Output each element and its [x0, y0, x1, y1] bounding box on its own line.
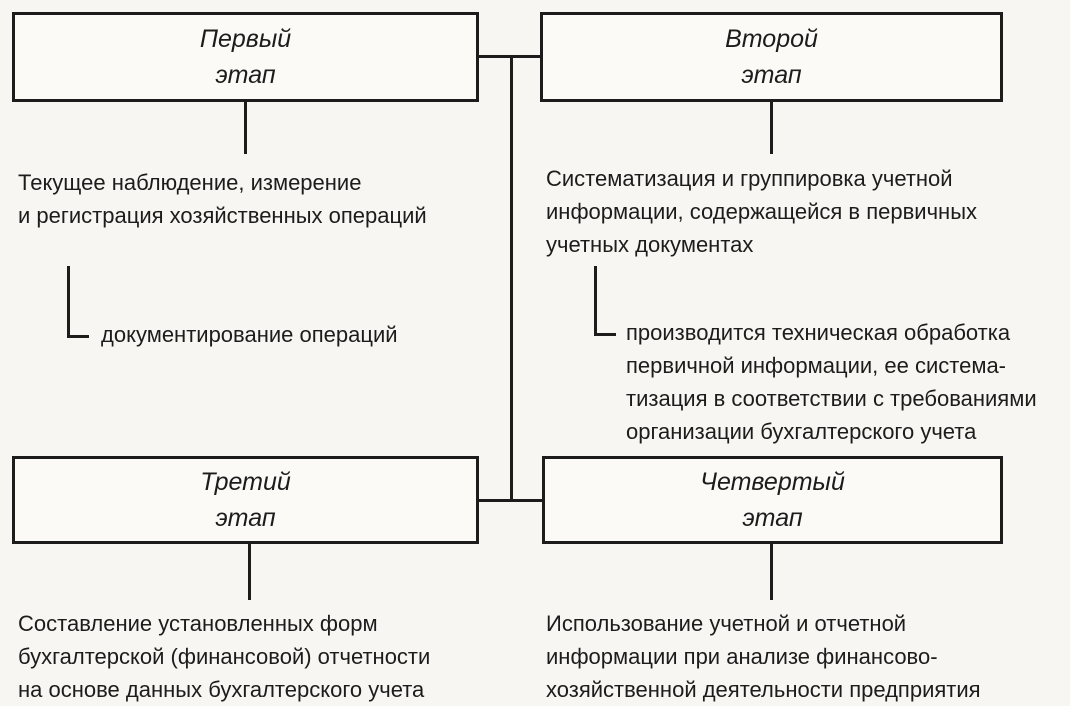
stage-4-subtitle: этап	[742, 504, 803, 532]
bottom-horizontal-connector	[476, 499, 544, 502]
stage-1-subtitle: этап	[215, 61, 276, 89]
stage-1-description-line: Текущее наблюдение, измерение	[18, 170, 362, 195]
stage-3-description: Составление установленных форм бухгалтер…	[18, 607, 430, 706]
stage-2-description: Систематизация и группировка учетной инф…	[546, 162, 977, 261]
stage-2-note-bracket-horizontal	[594, 333, 616, 336]
stage-3-description-line: бухгалтерской (финансовой) отчетности	[18, 644, 431, 669]
stage-2-box: Второй этап	[540, 12, 1003, 102]
stage-4-description-line: информации при анализе финансово-	[546, 644, 938, 669]
top-horizontal-connector	[476, 55, 540, 58]
stage-3-subtitle: этап	[215, 504, 276, 532]
stage-4-title: Четвертый	[700, 468, 845, 496]
stage-4-description: Использование учетной и отчетной информа…	[546, 607, 981, 706]
stage-1-box: Первый этап	[12, 12, 479, 102]
stage-2-description-line: учетных документах	[546, 232, 754, 257]
stage-3-down-connector	[248, 544, 251, 600]
stage-2-note-line: организации бухгалтерского учета	[626, 419, 977, 444]
stage-3-title: Третий	[200, 468, 291, 496]
stage-1-down-connector	[244, 102, 247, 154]
stage-2-note-line: тизация в соответствии с требованиями	[626, 386, 1037, 411]
stage-2-down-connector	[770, 102, 773, 154]
stage-3-box: Третий этап	[12, 456, 479, 544]
stage-3-description-line: на основе данных бухгалтерского учета	[18, 677, 425, 702]
stage-2-note-line: производится техническая обработка	[626, 320, 1011, 345]
stage-4-down-connector	[770, 544, 773, 600]
stage-1-note-bracket-vertical	[67, 266, 70, 338]
center-vertical-connector	[510, 55, 513, 500]
stage-1-note-line: документирование операций	[101, 322, 398, 347]
stage-1-description-line: и регистрация хозяйственных операций	[18, 203, 427, 228]
stage-1-note-bracket-horizontal	[67, 335, 89, 338]
stage-2-description-line: информации, содержащейся в первичных	[546, 199, 978, 224]
stage-4-description-line: Использование учетной и отчетной	[546, 611, 907, 636]
stage-3-description-line: Составление установленных форм	[18, 611, 378, 636]
stage-2-subtitle: этап	[741, 61, 802, 89]
stage-2-description-line: Систематизация и группировка учетной	[546, 166, 953, 191]
stage-1-title: Первый	[199, 25, 292, 53]
stage-1-note: документирование операций	[101, 318, 398, 351]
stage-2-note-line: первичной информации, ее система-	[626, 353, 1007, 378]
stage-2-note: производится техническая обработка перви…	[626, 316, 1037, 448]
stage-4-box: Четвертый этап	[542, 456, 1003, 544]
stage-4-description-line: хозяйственной деятельности предприятия	[546, 677, 981, 702]
stage-2-title: Второй	[725, 25, 818, 53]
stage-1-description: Текущее наблюдение, измерение и регистра…	[18, 166, 427, 232]
stage-2-note-bracket-vertical	[594, 266, 597, 336]
